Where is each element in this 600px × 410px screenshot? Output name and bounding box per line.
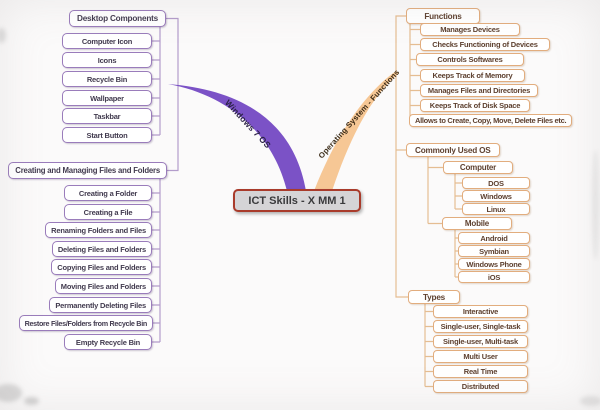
node-ios: iOS <box>458 271 530 283</box>
mobile-drop <box>454 230 458 278</box>
node-restore-files-folders: Restore Files/Folders from Recycle Bin <box>18 315 153 331</box>
node-wallpaper: Wallpaper <box>62 90 152 106</box>
node-windows: Windows <box>462 190 530 202</box>
node-computer: Computer <box>443 161 513 174</box>
left-stubs-1 <box>152 40 160 136</box>
node-mobile: Mobile <box>442 217 512 230</box>
node-creating-managing-files-folders: Creating and Managing Files and Folders <box>8 162 167 179</box>
node-keeps-track-disk: Keeps Track of Disk Space <box>420 99 530 112</box>
node-manages-files-dirs: Manages Files and Directories <box>420 84 538 97</box>
node-desktop-components: Desktop Components <box>68 10 166 27</box>
node-creating-a-file: Creating a File <box>64 204 152 220</box>
node-start-button: Start Button <box>62 127 152 143</box>
central-topic: ICT Skills - X MM 1 <box>233 189 361 212</box>
node-multi-user: Multi User <box>433 350 528 363</box>
branch-windows7-ribbon <box>168 84 306 191</box>
node-commonly-used-os: Commonly Used OS <box>406 143 500 157</box>
node-taskbar: Taskbar <box>62 108 152 124</box>
branch-os-functions-ribbon <box>314 71 399 191</box>
node-keeps-track-memory: Keeps Track of Memory <box>420 69 525 82</box>
node-renaming-folders-files: Renaming Folders and Files <box>45 222 152 238</box>
node-checks-functioning: Checks Functioning of Devices <box>420 38 550 51</box>
node-deleting-files-folders: Deleting Files and Folders <box>51 241 152 257</box>
node-recycle-bin: Recycle Bin <box>62 71 152 87</box>
node-dos: DOS <box>462 177 530 189</box>
node-interactive: Interactive <box>433 305 528 318</box>
right-connectors <box>395 15 462 388</box>
left-connectors <box>152 17 179 343</box>
node-windows-phone: Windows Phone <box>458 258 530 270</box>
computer-drop <box>454 174 462 210</box>
node-copying-files-folders: Copying Files and Folders <box>51 259 152 275</box>
node-allows-create-copy-move-delete: Allows to Create, Copy, Move, Delete Fil… <box>409 114 573 127</box>
node-linux: Linux <box>462 203 530 215</box>
node-creating-a-folder: Creating a Folder <box>64 185 152 201</box>
node-symbian: Symbian <box>458 245 530 257</box>
node-moving-files-folders: Moving Files and Folders <box>54 278 152 294</box>
node-types: Types <box>408 290 460 304</box>
node-computer-icon: Computer Icon <box>62 33 152 49</box>
node-single-user-multi-task: Single-user, Multi-task <box>433 335 528 348</box>
node-manages-devices: Manages Devices <box>420 23 520 36</box>
os-drop <box>427 157 443 225</box>
left-stubs-2 <box>152 192 160 343</box>
node-permanently-deleting-files: Permanently Deleting Files <box>49 297 152 313</box>
node-real-time: Real Time <box>433 365 528 378</box>
node-single-user-single-task: Single-user, Single-task <box>433 320 528 333</box>
node-icons: Icons <box>62 52 152 68</box>
node-android: Android <box>458 232 530 244</box>
left-spine <box>166 17 179 172</box>
node-distributed: Distributed <box>433 380 528 393</box>
node-functions: Functions <box>406 8 480 24</box>
types-drop <box>424 304 433 388</box>
functions-stubs <box>410 28 420 122</box>
node-empty-recycle-bin: Empty Recycle Bin <box>64 334 152 350</box>
right-spine <box>395 15 408 298</box>
node-controls-softwares: Controls Softwares <box>416 53 524 66</box>
